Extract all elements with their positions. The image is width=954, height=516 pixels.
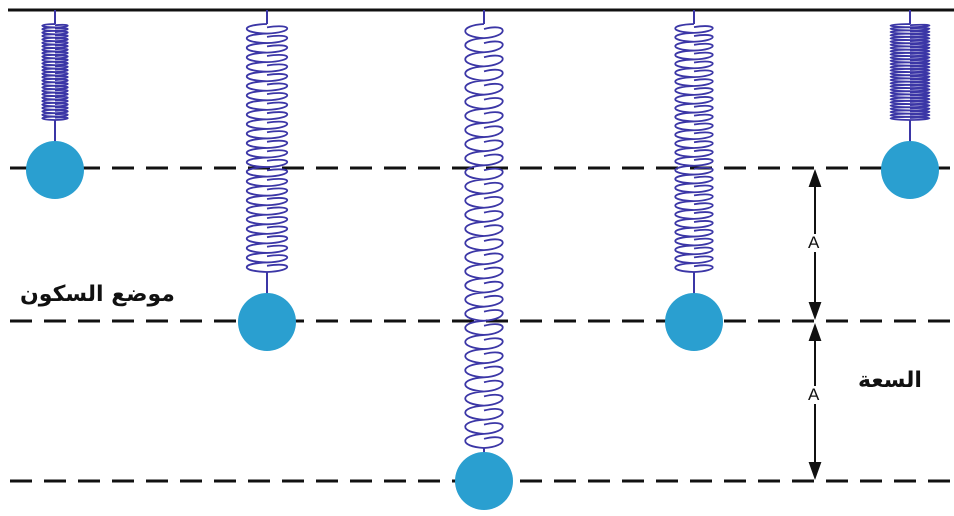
mass-ball [665, 293, 723, 351]
amplitude-a-upper-label: A [807, 233, 821, 252]
spring-coil [41, 23, 69, 121]
spring-3 [455, 10, 513, 510]
amplitude-a-lower-label: A [807, 385, 821, 404]
amplitude-label: السعة [858, 368, 922, 393]
spring-2 [238, 10, 296, 351]
spring-5 [881, 10, 939, 199]
spring-coil [889, 23, 931, 121]
spring-1 [26, 10, 84, 199]
mass-ball [26, 141, 84, 199]
spring-coil [245, 23, 289, 273]
rest-position-label: موضع السكون [20, 282, 175, 307]
mass-ball [881, 141, 939, 199]
spring-coil [674, 23, 714, 273]
spring-4 [665, 10, 723, 351]
spring-coil [464, 23, 504, 449]
mass-ball [238, 293, 296, 351]
mass-ball [455, 452, 513, 510]
